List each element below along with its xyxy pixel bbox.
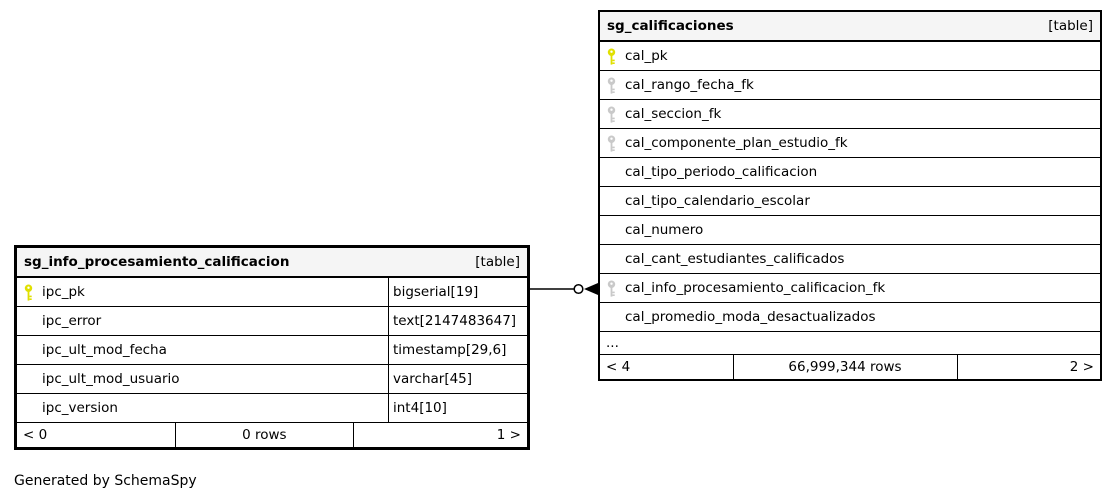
column-row: ipc_pk bigserial[19] xyxy=(17,278,527,307)
column-name: cal_tipo_calendario_escolar xyxy=(625,193,810,209)
column-name-cell: cal_componente_plan_estudio_fk xyxy=(600,129,1100,157)
column-row: cal_seccion_fk xyxy=(600,100,1100,129)
column-name-cell: cal_cant_estudiantes_calificados xyxy=(600,245,1100,273)
column-name: cal_numero xyxy=(625,222,704,238)
table-footer: < 4 66,999,344 rows 2 > xyxy=(600,355,1100,379)
table-header: sg_calificaciones [table] xyxy=(600,12,1100,42)
foreign-key-icon xyxy=(606,280,617,297)
column-type: int4[10] xyxy=(388,394,527,422)
column-name: cal_tipo_periodo_calificacion xyxy=(625,164,818,180)
table-type-badge: [table] xyxy=(1048,18,1093,34)
column-type: text[2147483647] xyxy=(388,307,527,335)
column-name: cal_pk xyxy=(625,48,668,64)
column-name: cal_seccion_fk xyxy=(625,106,722,122)
column-row: ipc_ult_mod_fecha timestamp[29,6] xyxy=(17,336,527,365)
column-name: ipc_ult_mod_usuario xyxy=(42,371,180,387)
more-columns-ellipsis: ... xyxy=(600,332,1100,355)
column-name-cell: ipc_ult_mod_usuario xyxy=(17,365,388,393)
row-count: 66,999,344 rows xyxy=(732,355,958,379)
foreign-key-icon xyxy=(606,135,617,152)
column-type: varchar[45] xyxy=(388,365,527,393)
column-row: ipc_version int4[10] xyxy=(17,394,527,423)
column-name-cell: ipc_error xyxy=(17,307,388,335)
crows-foot-icon xyxy=(584,283,598,295)
column-type: timestamp[29,6] xyxy=(388,336,527,364)
column-name-cell: cal_tipo_calendario_escolar xyxy=(600,187,1100,215)
column-name: ipc_pk xyxy=(42,284,85,300)
column-row: ipc_ult_mod_usuario varchar[45] xyxy=(17,365,527,394)
table-box-sg-calificaciones[interactable]: sg_calificaciones [table] cal_pk xyxy=(598,10,1102,381)
column-row: cal_info_procesamiento_calificacion_fk xyxy=(600,274,1100,303)
column-name-cell: cal_rango_fecha_fk xyxy=(600,71,1100,99)
column-name: ipc_ult_mod_fecha xyxy=(42,342,167,358)
foreign-key-icon xyxy=(606,106,617,123)
parent-count: < 4 xyxy=(606,359,631,375)
column-name: cal_cant_estudiantes_calificados xyxy=(625,251,845,267)
column-name-cell: cal_numero xyxy=(600,216,1100,244)
table-footer: < 0 0 rows 1 > xyxy=(17,423,527,447)
column-name: cal_info_procesamiento_calificacion_fk xyxy=(625,280,886,296)
column-name-cell: ipc_ult_mod_fecha xyxy=(17,336,388,364)
relationship-circle-end xyxy=(573,283,584,295)
generated-by-note: Generated by SchemaSpy xyxy=(14,473,197,489)
child-count: 1 > xyxy=(496,427,521,443)
column-name: cal_componente_plan_estudio_fk xyxy=(625,135,848,151)
column-name: ipc_error xyxy=(42,313,102,329)
column-name-cell: cal_pk xyxy=(600,42,1100,70)
column-name-cell: cal_promedio_moda_desactualizados xyxy=(600,303,1100,331)
column-row: cal_tipo_calendario_escolar xyxy=(600,187,1100,216)
column-name: cal_promedio_moda_desactualizados xyxy=(625,309,876,325)
column-name-cell: ipc_version xyxy=(17,394,388,422)
foreign-key-icon xyxy=(606,77,617,94)
column-row: cal_cant_estudiantes_calificados xyxy=(600,245,1100,274)
column-row: cal_pk xyxy=(600,42,1100,71)
column-name: cal_rango_fecha_fk xyxy=(625,77,754,93)
table-box-sg-info-procesamiento-calificacion[interactable]: sg_info_procesamiento_calificacion [tabl… xyxy=(14,245,530,450)
column-row: ipc_error text[2147483647] xyxy=(17,307,527,336)
column-row: cal_rango_fecha_fk xyxy=(600,71,1100,100)
primary-key-icon xyxy=(23,284,34,301)
column-row: cal_componente_plan_estudio_fk xyxy=(600,129,1100,158)
column-row: cal_numero xyxy=(600,216,1100,245)
column-name: ipc_version xyxy=(42,400,118,416)
column-name-cell: ipc_pk xyxy=(17,278,388,306)
column-type: bigserial[19] xyxy=(388,278,527,306)
table-type-badge: [table] xyxy=(475,254,520,270)
child-count: 2 > xyxy=(1069,359,1094,375)
table-header: sg_info_procesamiento_calificacion [tabl… xyxy=(17,248,527,278)
column-name-cell: cal_seccion_fk xyxy=(600,100,1100,128)
column-row: cal_promedio_moda_desactualizados xyxy=(600,303,1100,332)
parent-count: < 0 xyxy=(23,427,48,443)
primary-key-icon xyxy=(606,48,617,65)
column-row: cal_tipo_periodo_calificacion xyxy=(600,158,1100,187)
column-name-cell: cal_info_procesamiento_calificacion_fk xyxy=(600,274,1100,302)
table-title: sg_info_procesamiento_calificacion xyxy=(24,254,290,270)
row-count: 0 rows xyxy=(175,423,354,447)
column-name-cell: cal_tipo_periodo_calificacion xyxy=(600,158,1100,186)
table-title: sg_calificaciones xyxy=(607,18,734,34)
